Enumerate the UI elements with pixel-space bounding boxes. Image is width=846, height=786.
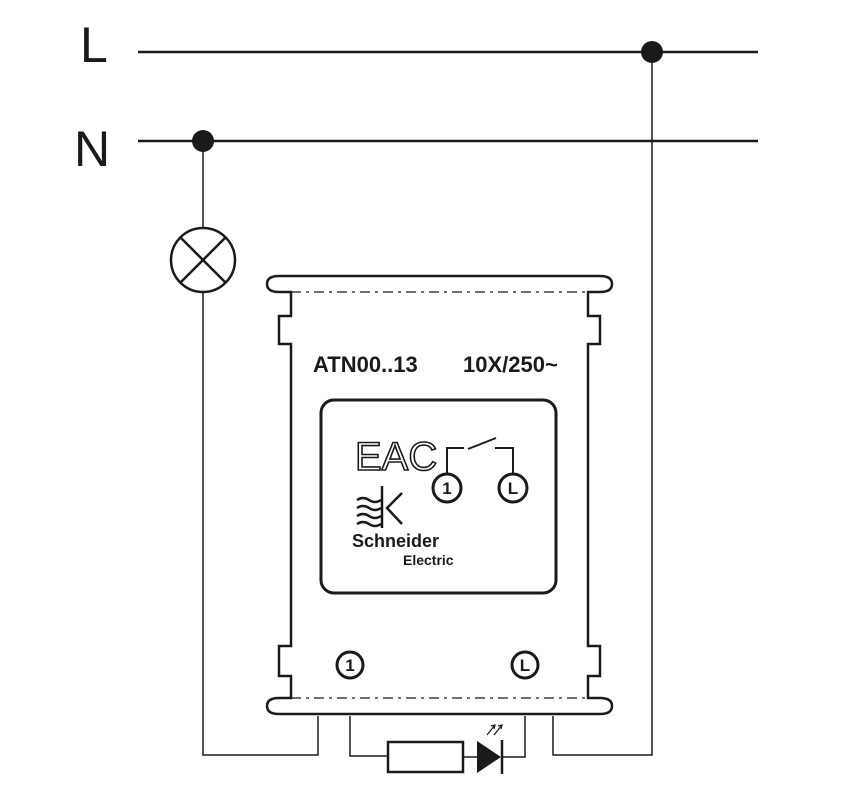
led-branch-wire-right xyxy=(502,716,526,758)
model-label: ATN00..13 xyxy=(313,352,418,377)
terminal-1-icon xyxy=(335,650,365,680)
led-branch-wire-left xyxy=(349,716,388,757)
live-line-label: L xyxy=(80,17,108,73)
terminal-L-label: L xyxy=(520,656,530,675)
live-to-terminal-L-wire xyxy=(552,52,653,756)
brand-line-2: Electric xyxy=(403,552,454,568)
eac-mark: EAC xyxy=(355,435,437,479)
symbol-terminal-1-label: 1 xyxy=(442,479,451,498)
brand-line-1: Schneider xyxy=(352,531,439,551)
lamp-to-terminal-1-wire xyxy=(202,292,319,756)
neutral-line-label: N xyxy=(74,121,110,177)
terminal-L-icon xyxy=(510,650,540,680)
terminal-1-label: 1 xyxy=(345,656,354,675)
schneider-logo-icon xyxy=(356,486,403,528)
led-icon xyxy=(477,724,504,774)
lamp-icon xyxy=(169,226,237,294)
symbol-terminal-L-icon xyxy=(497,472,529,504)
switch-symbol-icon xyxy=(446,437,514,474)
rating-label: 10X/250~ xyxy=(463,352,558,377)
symbol-terminal-L-label: L xyxy=(508,479,518,498)
resistor-icon xyxy=(386,740,465,774)
symbol-terminal-1-icon xyxy=(431,472,463,504)
